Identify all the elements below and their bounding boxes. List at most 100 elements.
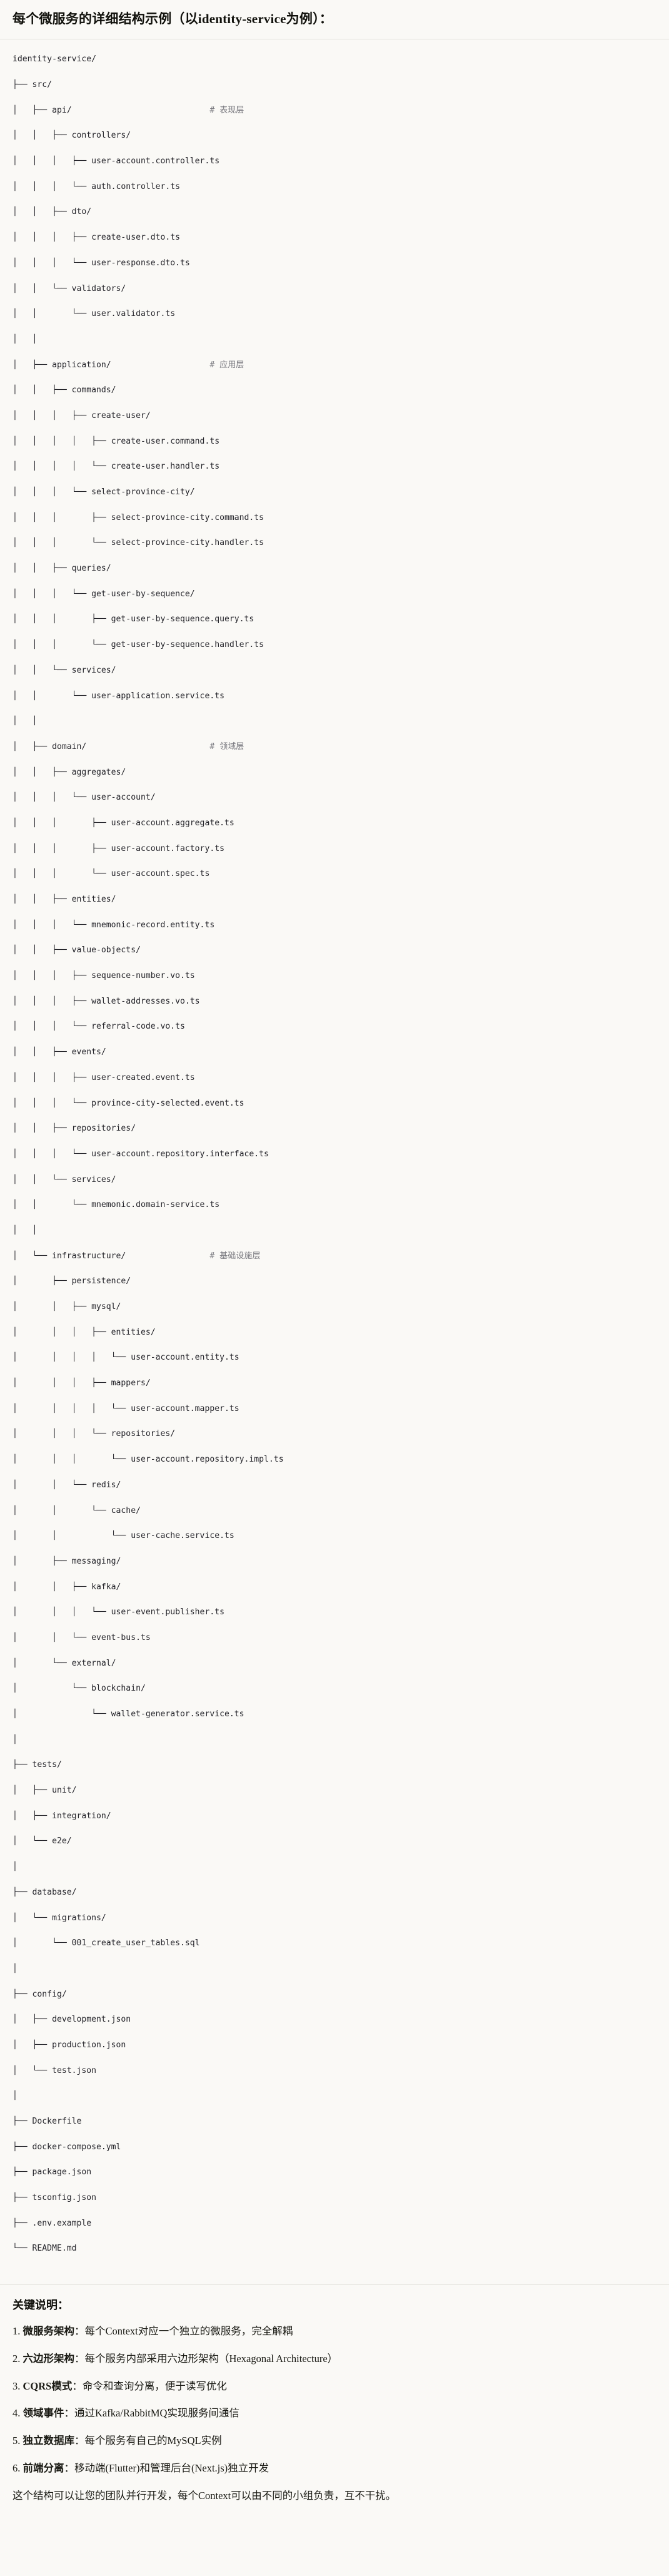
tree-path: │ │ │ └── get-user-by-sequence.handler.t… xyxy=(13,640,264,650)
tree-path: │ │ ├── queries/ xyxy=(13,564,111,574)
tree-path: │ │ │ ├── mappers/ xyxy=(13,1378,151,1388)
tree-path: │ │ │ ├── entities/ xyxy=(13,1327,156,1337)
tree-path: │ │ ├── value-objects/ xyxy=(13,945,141,955)
tree-row: │ │ │ └── referral-code.vo.ts xyxy=(13,1021,656,1033)
tree-path: │ xyxy=(13,1862,18,1872)
tree-row: │ └── migrations/ xyxy=(13,1912,656,1925)
key-note-term: 独立数据库 xyxy=(23,2435,75,2447)
tree-path: │ │ │ └── user-account.spec.ts xyxy=(13,869,210,879)
tree-path: │ │ │ ├── wallet-addresses.vo.ts xyxy=(13,996,200,1006)
tree-row: │ │ ├── kafka/ xyxy=(13,1581,656,1594)
tree-path: │ │ ├── entities/ xyxy=(13,895,116,905)
tree-row: │ │ ├── aggregates/ xyxy=(13,766,656,779)
key-note-separator: ： xyxy=(64,2461,75,2474)
tree-row: │ │ │ └── user-account.repository.impl.t… xyxy=(13,1453,656,1466)
tree-path: │ │ └── redis/ xyxy=(13,1480,121,1490)
tree-row: │ └── e2e/ xyxy=(13,1835,656,1848)
tree-path: │ │ ├── commands/ xyxy=(13,385,116,395)
key-note-item: 3. CQRS模式：命令和查询分离，便于读写优化 xyxy=(13,2379,656,2395)
tree-row: │ │ ├── mysql/ xyxy=(13,1301,656,1313)
tree-row: │ │ └── cache/ xyxy=(13,1505,656,1517)
tree-row: │ │ └── event-bus.ts xyxy=(13,1632,656,1644)
tree-gap xyxy=(111,360,210,370)
closing-note: 这个结构可以让您的团队并行开发，每个Context可以由不同的小组负责，互不干扰… xyxy=(13,2489,396,2502)
tree-row: │ │ xyxy=(13,715,656,728)
tree-row: │ │ │ ├── user-account.controller.ts xyxy=(13,155,656,168)
key-note-index: 2. xyxy=(13,2352,21,2365)
tree-row: │ │ ├── dto/ xyxy=(13,206,656,218)
tree-row: │ │ │ ├── mappers/ xyxy=(13,1377,656,1390)
tree-row: │ │ └── user-cache.service.ts xyxy=(13,1530,656,1542)
tree-row: │ │ │ ├── select-province-city.command.t… xyxy=(13,512,656,524)
tree-path: │ │ ├── repositories/ xyxy=(13,1124,136,1134)
tree-path: │ │ │ └── province-city-selected.event.t… xyxy=(13,1098,244,1108)
tree-path: identity-service/ xyxy=(13,54,97,64)
tree-row: │ │ │ └── user-event.publisher.ts xyxy=(13,1606,656,1619)
tree-path: │ ├── api/ xyxy=(13,105,72,115)
tree-row: identity-service/ xyxy=(13,53,656,66)
tree-path: │ ├── persistence/ xyxy=(13,1276,131,1286)
tree-row: │ ├── development.json xyxy=(13,2013,656,2026)
directory-tree-block: identity-service/ ├── src/ │ ├── api/ # … xyxy=(0,39,669,2286)
tree-path: │ │ └── cache/ xyxy=(13,1505,141,1515)
tree-path: │ │ └── user-application.service.ts xyxy=(13,691,224,701)
tree-path: ├── .env.example xyxy=(13,2218,92,2228)
tree-path: │ │ │ │ └── user-account.mapper.ts xyxy=(13,1403,239,1413)
tree-path: │ └── migrations/ xyxy=(13,1913,106,1923)
tree-comment: # 领域层 xyxy=(209,741,244,751)
key-note-description: 移动端(Flutter)和管理后台(Next.js)独立开发 xyxy=(74,2461,269,2474)
tree-path: │ │ ├── dto/ xyxy=(13,207,92,217)
tree-row: │ xyxy=(13,1963,656,1975)
tree-path: │ │ │ └── referral-code.vo.ts xyxy=(13,1022,185,1032)
tree-path: │ └── e2e/ xyxy=(13,1836,72,1846)
tree-row: │ ├── unit/ xyxy=(13,1784,656,1797)
tree-path: └── README.md xyxy=(13,2244,77,2254)
key-note-item: 1. 微服务架构：每个Context对应一个独立的微服务，完全解耦 xyxy=(13,2324,656,2339)
tree-path: │ │ │ ├── user-account.aggregate.ts xyxy=(13,818,234,828)
tree-path: │ │ │ ├── create-user/ xyxy=(13,410,151,420)
tree-row: │ └── 001_create_user_tables.sql xyxy=(13,1937,656,1950)
tree-path: │ │ └── validators/ xyxy=(13,283,126,293)
tree-path: │ ├── production.json xyxy=(13,2040,126,2050)
tree-path: ├── config/ xyxy=(13,1989,67,1999)
tree-row: │ │ └── redis/ xyxy=(13,1479,656,1492)
tree-path: │ │ │ │ └── create-user.handler.ts xyxy=(13,462,220,472)
tree-path: ├── docker-compose.yml xyxy=(13,2142,121,2152)
tree-row: │ │ │ ├── user-created.event.ts xyxy=(13,1072,656,1084)
key-note-item: 6. 前端分离：移动端(Flutter)和管理后台(Next.js)独立开发 xyxy=(13,2461,656,2477)
tree-row: │ ├── integration/ xyxy=(13,1810,656,1823)
tree-path: ├── Dockerfile xyxy=(13,2117,82,2127)
tree-row: │ │ └── services/ xyxy=(13,1174,656,1186)
tree-row: │ │ │ │ ├── create-user.command.ts xyxy=(13,435,656,448)
key-note-index: 5. xyxy=(13,2435,21,2447)
tree-row: │ │ │ └── mnemonic-record.entity.ts xyxy=(13,919,656,932)
tree-row: │ │ │ └── province-city-selected.event.t… xyxy=(13,1097,656,1110)
tree-row: ├── tests/ xyxy=(13,1759,656,1771)
tree-row: ├── config/ xyxy=(13,1988,656,2001)
tree-path: │ │ │ └── mnemonic-record.entity.ts xyxy=(13,920,215,930)
tree-row: │ │ └── mnemonic.domain-service.ts xyxy=(13,1199,656,1211)
tree-path: │ │ │ └── select-province-city.handler.t… xyxy=(13,538,264,548)
tree-row: │ │ ├── events/ xyxy=(13,1046,656,1059)
tree-row: ├── database/ xyxy=(13,1886,656,1899)
tree-row: ├── src/ xyxy=(13,79,656,91)
tree-path: │ │ │ ├── create-user.dto.ts xyxy=(13,233,181,243)
tree-gap xyxy=(126,1251,209,1261)
tree-row: │ │ ├── controllers/ xyxy=(13,130,656,142)
key-note-index: 3. xyxy=(13,2380,21,2392)
tree-row: │ │ │ └── user-account.spec.ts xyxy=(13,868,656,880)
tree-row: │ │ xyxy=(13,333,656,346)
tree-path: │ │ ├── aggregates/ xyxy=(13,767,126,777)
tree-path: │ │ │ ├── user-account.controller.ts xyxy=(13,156,220,166)
tree-path: │ ├── integration/ xyxy=(13,1811,111,1821)
tree-path: │ │ ├── controllers/ xyxy=(13,131,131,141)
tree-path: │ xyxy=(13,1734,18,1744)
key-note-separator: ： xyxy=(74,2325,85,2338)
tree-path: │ ├── development.json xyxy=(13,2015,131,2025)
tree-path: │ ├── domain/ xyxy=(13,741,87,751)
tree-row: │ └── infrastructure/ # 基础设施层 xyxy=(13,1250,656,1263)
tree-row: │ │ │ └── user-account.repository.interf… xyxy=(13,1148,656,1161)
tree-row: │ xyxy=(13,2090,656,2102)
tree-row: │ │ │ ├── user-account.factory.ts xyxy=(13,843,656,855)
key-note-term: 微服务架构 xyxy=(23,2325,75,2338)
